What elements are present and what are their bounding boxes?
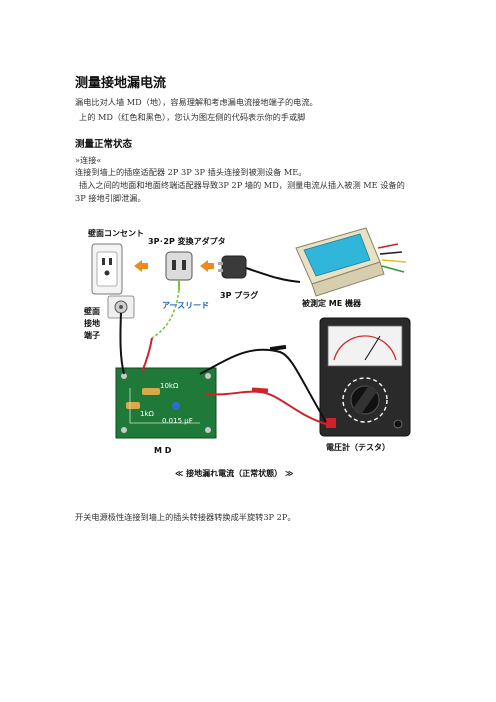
wall-outlet-icon xyxy=(91,243,123,295)
black-lead xyxy=(119,312,125,375)
md-board-icon xyxy=(115,367,217,439)
plug-icon xyxy=(218,255,301,283)
resistor-1k-label: 1kΩ xyxy=(140,410,155,418)
adapter-icon xyxy=(165,251,193,290)
voltmeter-icon xyxy=(319,317,411,437)
step-line-1: 连接到墙上的插座适配器 2P 3P 3P 插头连接到被测设备 ME。 xyxy=(75,167,307,177)
meter-label: 電圧計（テスタ） xyxy=(326,442,390,452)
page-title: 测量接地漏电流 xyxy=(75,76,167,91)
footer-line: 开关电源极性连接到墙上的插头转接器转换成半旋转3P 2P。 xyxy=(75,512,296,522)
device-icon xyxy=(295,227,407,297)
intro-line-1: 漏电比对人墙 MD（地），容易理解和考虑漏电流接地端子的电流。 xyxy=(75,97,318,107)
ground-terminal-label-2: 接地 xyxy=(84,318,100,328)
arrow-icon xyxy=(134,260,148,272)
ground-terminal-label-1: 壁面 xyxy=(84,306,100,316)
md-label: M D xyxy=(154,446,172,455)
adapter-label: 3P･2P 変換アダプタ xyxy=(148,236,226,246)
probe-red xyxy=(205,390,327,425)
connect-marker: »连接« xyxy=(75,155,102,165)
earth-lead xyxy=(151,289,180,339)
intro-line-2: 上的 MD（红色和黑色），您认为图左侧的代码表示你的手或脚 xyxy=(79,112,306,122)
arrow-icon xyxy=(200,260,214,272)
figure-caption: ≪ 接地漏れ電流（正常状態） ≫ xyxy=(175,468,293,478)
probe-black xyxy=(199,348,327,423)
step-line-3: 3P 接地引脚泄漏。 xyxy=(75,193,146,203)
red-lead xyxy=(141,337,153,373)
step-line-2: 插入之间的地面和地面终端适配器导致3P 2P 墙的 MD，测量电流从插入被测 M… xyxy=(79,180,405,190)
section-heading: 测量正常状态 xyxy=(75,139,133,150)
resistor-10k-label: 10kΩ xyxy=(160,382,179,390)
wiring-diagram: 壁面コンセント 壁面 接地 端子 3P･2P 変換アダプタ xyxy=(80,218,420,486)
wall-outlet-label: 壁面コンセント xyxy=(88,228,144,238)
ground-terminal-label-3: 端子 xyxy=(84,330,100,340)
earth-lead-label: アースリード xyxy=(162,301,209,310)
device-label: 被測定 ME 機器 xyxy=(302,298,362,308)
ground-terminal-icon xyxy=(107,295,135,319)
capacitor-label: 0.015 μF xyxy=(162,417,193,425)
plug-label: 3P プラグ xyxy=(220,290,258,300)
